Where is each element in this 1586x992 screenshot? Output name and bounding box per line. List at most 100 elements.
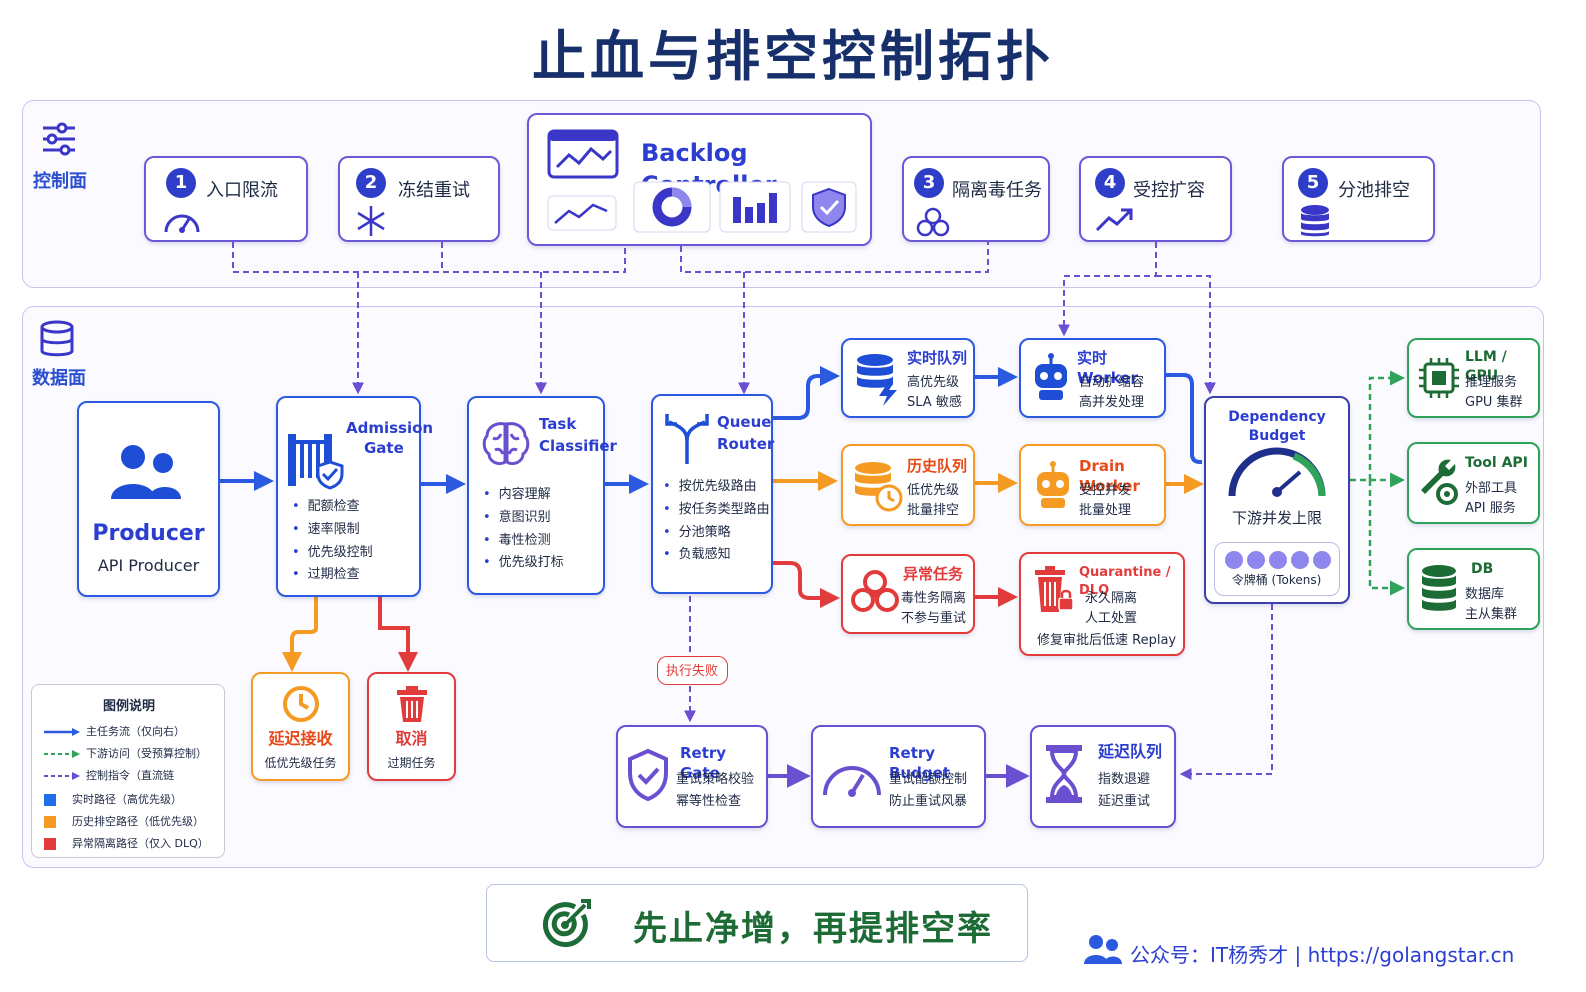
cancel-node[interactable]: 取消 过期任务 <box>367 672 456 781</box>
donut-chart-icon <box>633 181 711 237</box>
biohazard-icon <box>916 206 950 242</box>
red-swatch-icon <box>44 838 56 850</box>
producer-node[interactable]: Producer API Producer <box>77 401 220 597</box>
legend-row-downstream: 下游访问（受预算控制） <box>44 745 207 761</box>
drain-worker-node[interactable]: Drain Worker 受控并发 批量处理 <box>1019 444 1166 526</box>
classifier-title-2: Classifier <box>539 437 617 455</box>
trash-lock-icon <box>1031 564 1075 620</box>
queue-router-node[interactable]: Queue Router 按优先级路由 按任务类型路由 分池策略 负载感知 <box>651 394 775 594</box>
trend-up-icon <box>1095 206 1135 238</box>
gate-icon <box>286 426 346 496</box>
history-queue-title: 历史队列 <box>907 457 968 475</box>
llm-line-2: GPU 集群 <box>1465 395 1523 410</box>
users-icon <box>109 443 183 505</box>
realtime-queue-node[interactable]: 实时队列 高优先级 SLA 敏感 <box>841 338 975 418</box>
shield-check-icon <box>626 747 670 807</box>
quarantine-line-3: 修复审批后低速 Replay <box>1037 633 1177 648</box>
step-number: 5 <box>1298 168 1328 198</box>
db-title: DB <box>1471 561 1494 577</box>
realtime-worker-node[interactable]: 实时 Worker 自动扩缩容 高并发处理 <box>1019 338 1166 418</box>
database-icon <box>1419 564 1459 618</box>
gauge-icon <box>1224 434 1330 506</box>
shield-check-icon <box>801 181 857 237</box>
admission-title-1: Admission <box>346 419 434 437</box>
realtime-queue-line-2: SLA 敏感 <box>907 395 962 410</box>
legend-label: 下游访问（受预算控制） <box>86 747 207 760</box>
ctrl-item-controlled-scale[interactable]: 4 受控扩容 <box>1079 156 1232 242</box>
quarantine-dlq-node[interactable]: Quarantine / DLQ 永久隔离 人工处置 修复审批后低速 Repla… <box>1019 552 1185 656</box>
step-number: 1 <box>166 168 196 198</box>
dependency-budget-node[interactable]: Dependency Budget 下游并发上限 令牌桶 (Tokens) <box>1204 396 1350 604</box>
ctrl-item-label: 受控扩容 <box>1133 180 1205 201</box>
step-number: 3 <box>914 168 944 198</box>
task-classifier-node[interactable]: Task Classifier 内容理解 意图识别 毒性检测 优先级打标 <box>467 396 617 595</box>
llm-gpu-node[interactable]: LLM / GPU 推理服务 GPU 集群 <box>1407 338 1540 418</box>
legend-row-realtime: 实时路径（高优先级） <box>44 791 182 807</box>
delay-accept-title: 延迟接收 <box>268 729 333 748</box>
ctrl-item-isolate-poison[interactable]: 3 隔离毒任务 <box>902 156 1050 242</box>
exec-fail-label: 执行失败 <box>665 664 718 679</box>
history-queue-node[interactable]: 历史队列 低优先级 批量排空 <box>841 444 975 526</box>
list-item: 意图识别 <box>483 507 564 530</box>
list-item: 按任务类型路由 <box>663 499 770 522</box>
database-icon <box>38 320 76 362</box>
list-item: 毒性检测 <box>483 530 564 553</box>
abnormal-task-title: 异常任务 <box>903 565 964 583</box>
legend-row-history: 历史排空路径（低优先级） <box>44 813 204 829</box>
realtime-worker-title: 实时 Worker <box>1077 349 1138 388</box>
retry-gate-title: Retry Gate <box>680 744 727 783</box>
delay-queue-node[interactable]: 延迟队列 指数退避 延迟重试 <box>1030 725 1176 828</box>
control-plane-label: 控制面 <box>33 171 87 192</box>
ctrl-item-label: 冻结重试 <box>398 180 470 201</box>
retry-gate-node[interactable]: Retry Gate 重试策略校验 幂等性检查 <box>616 725 768 828</box>
orange-swatch-icon <box>44 816 56 828</box>
admission-gate-node[interactable]: Admission Gate 配额检查 速率限制 优先级控制 过期检查 <box>276 396 433 597</box>
db-line-1: 数据库 <box>1465 587 1505 602</box>
admission-checklist: 配额检查 速率限制 优先级控制 过期检查 <box>292 496 373 587</box>
ctrl-item-pool-drain[interactable]: 5 分池排空 <box>1282 156 1435 242</box>
abnormal-task-line-1: 毒性务隔离 <box>901 591 967 606</box>
legend-label: 历史排空路径（低优先级） <box>72 815 204 828</box>
footer-attribution: 公众号：IT杨秀才 | https://golangstar.cn <box>1130 943 1515 967</box>
legend-label: 实时路径（高优先级） <box>72 793 182 806</box>
gauge-label: 下游并发上限 <box>1231 509 1322 527</box>
retry-budget-line-1: 重试配额控制 <box>889 772 968 787</box>
admission-title-2: Gate <box>364 439 404 457</box>
delay-accept-node[interactable]: 延迟接收 低优先级任务 <box>251 672 350 781</box>
database-stack-icon <box>1298 204 1332 242</box>
classifier-checklist: 内容理解 意图识别 毒性检测 优先级打标 <box>483 484 564 575</box>
list-item: 速率限制 <box>292 519 373 542</box>
legend-title: 图例说明 <box>102 699 155 714</box>
backlog-controller[interactable]: Backlog Controller <box>527 113 872 246</box>
list-item: 配额检查 <box>292 496 373 519</box>
abnormal-task-node[interactable]: 异常任务 毒性务隔离 不参与重试 <box>841 554 975 634</box>
cancel-line: 过期任务 <box>387 756 436 770</box>
db-node[interactable]: DB 数据库 主从集群 <box>1407 548 1540 630</box>
ctrl-item-label: 分池排空 <box>1338 180 1410 201</box>
token-bucket: 令牌桶 (Tokens) <box>1214 542 1340 596</box>
tool-api-line-1: 外部工具 <box>1465 481 1518 496</box>
delay-accept-line: 低优先级任务 <box>264 756 337 770</box>
router-title-1: Queue <box>717 413 772 431</box>
sliders-icon <box>40 120 78 162</box>
token-dots <box>1223 549 1333 575</box>
abnormal-task-line-2: 不参与重试 <box>901 611 967 626</box>
retry-budget-node[interactable]: Retry Budget 重试配额控制 防止重试风暴 <box>811 725 986 828</box>
ctrl-item-freeze-retry[interactable]: 2 冻结重试 <box>338 156 500 242</box>
solid-arrow-icon <box>44 728 80 736</box>
delay-queue-line-2: 延迟重试 <box>1098 794 1151 809</box>
biohazard-icon <box>851 568 899 620</box>
legend-label: 主任务流（仅向右） <box>86 725 185 738</box>
ctrl-item-ingress-limit[interactable]: 1 入口限流 <box>144 156 308 242</box>
legend-row-abnormal: 异常隔离路径（仅入 DLQ） <box>44 835 209 851</box>
tool-api-node[interactable]: Tool API 外部工具 API 服务 <box>1407 442 1540 524</box>
realtime-worker-line-1: 自动扩缩容 <box>1079 375 1145 390</box>
cancel-title: 取消 <box>395 729 428 748</box>
ctrl-item-label: 隔离毒任务 <box>952 180 1042 201</box>
robot-icon <box>1029 352 1073 406</box>
router-checklist: 按优先级路由 按任务类型路由 分池策略 负载感知 <box>663 476 770 567</box>
delay-queue-line-1: 指数退避 <box>1098 772 1151 787</box>
router-title-2: Router <box>717 435 775 453</box>
speedometer-icon <box>162 204 202 240</box>
legend-label: 异常隔离路径（仅入 DLQ） <box>72 837 209 850</box>
